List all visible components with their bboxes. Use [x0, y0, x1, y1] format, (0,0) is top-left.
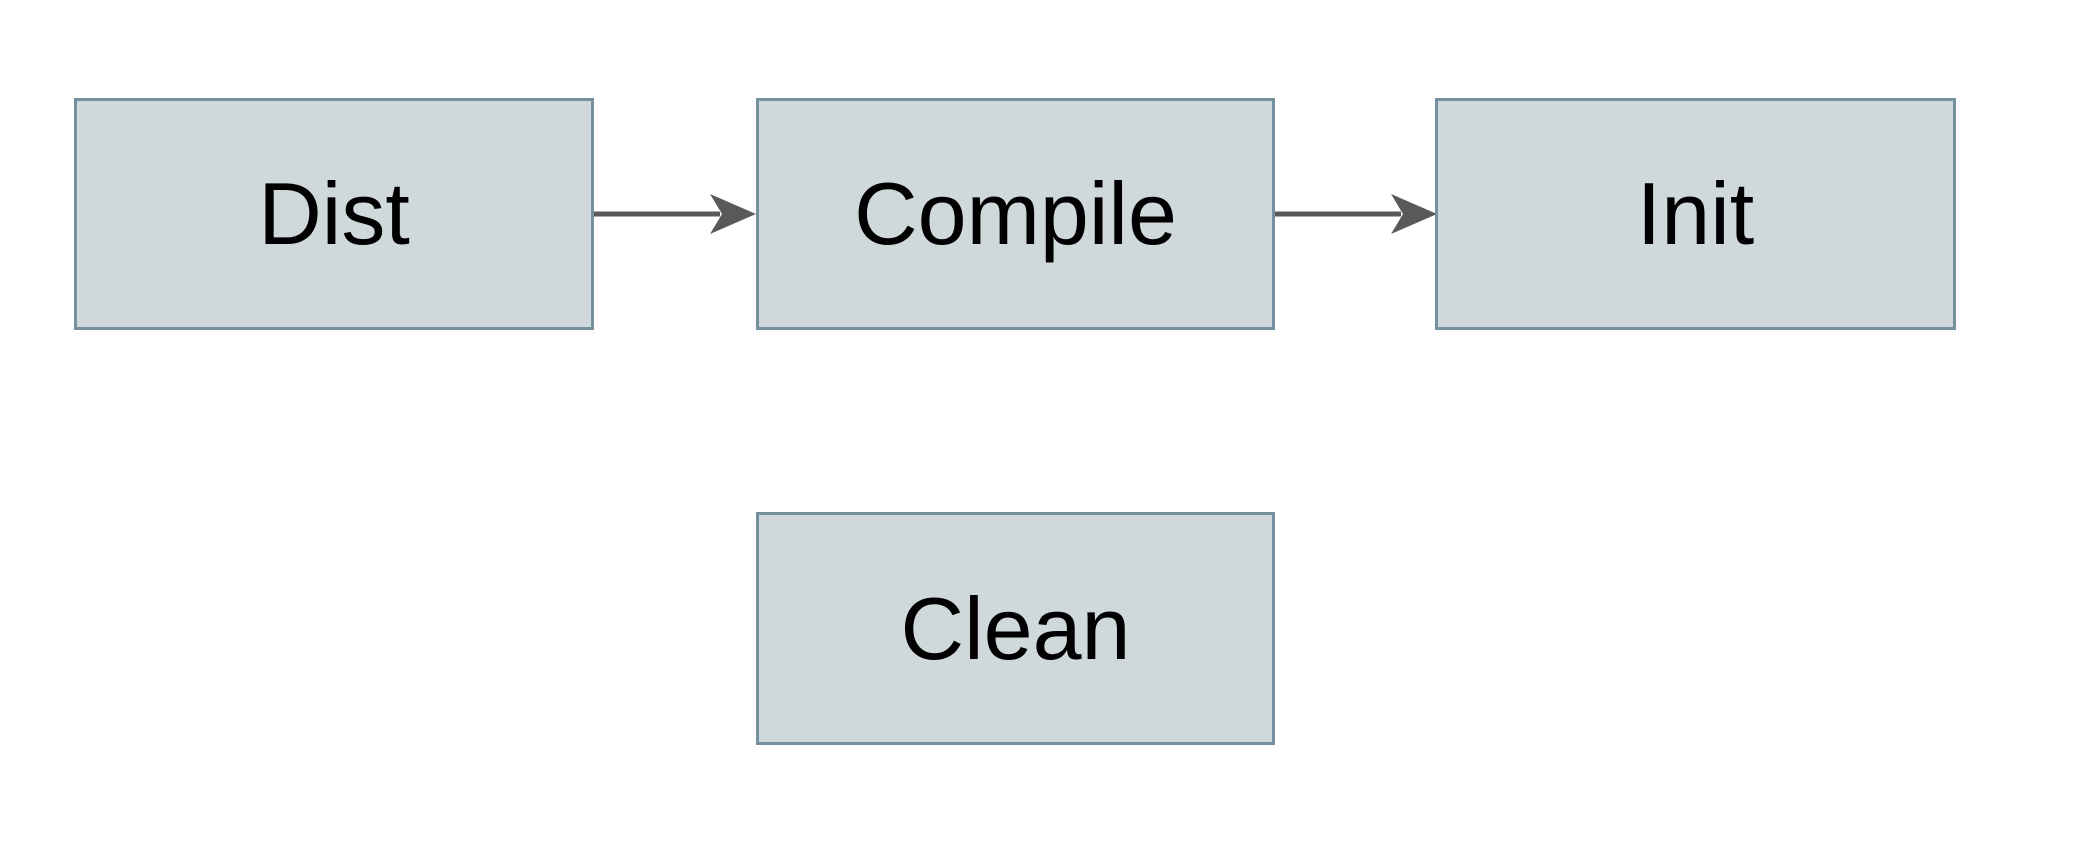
arrow-dist-to-compile-icon — [594, 184, 756, 244]
node-init[interactable]: Init — [1435, 98, 1956, 330]
arrow-compile-to-init-icon — [1275, 184, 1437, 244]
node-dist[interactable]: Dist — [74, 98, 594, 330]
node-init-label: Init — [1636, 164, 1755, 263]
node-clean[interactable]: Clean — [756, 512, 1275, 745]
node-compile[interactable]: Compile — [756, 98, 1275, 330]
node-clean-label: Clean — [900, 578, 1131, 678]
node-compile-label: Compile — [854, 164, 1177, 263]
node-dist-label: Dist — [258, 164, 410, 263]
